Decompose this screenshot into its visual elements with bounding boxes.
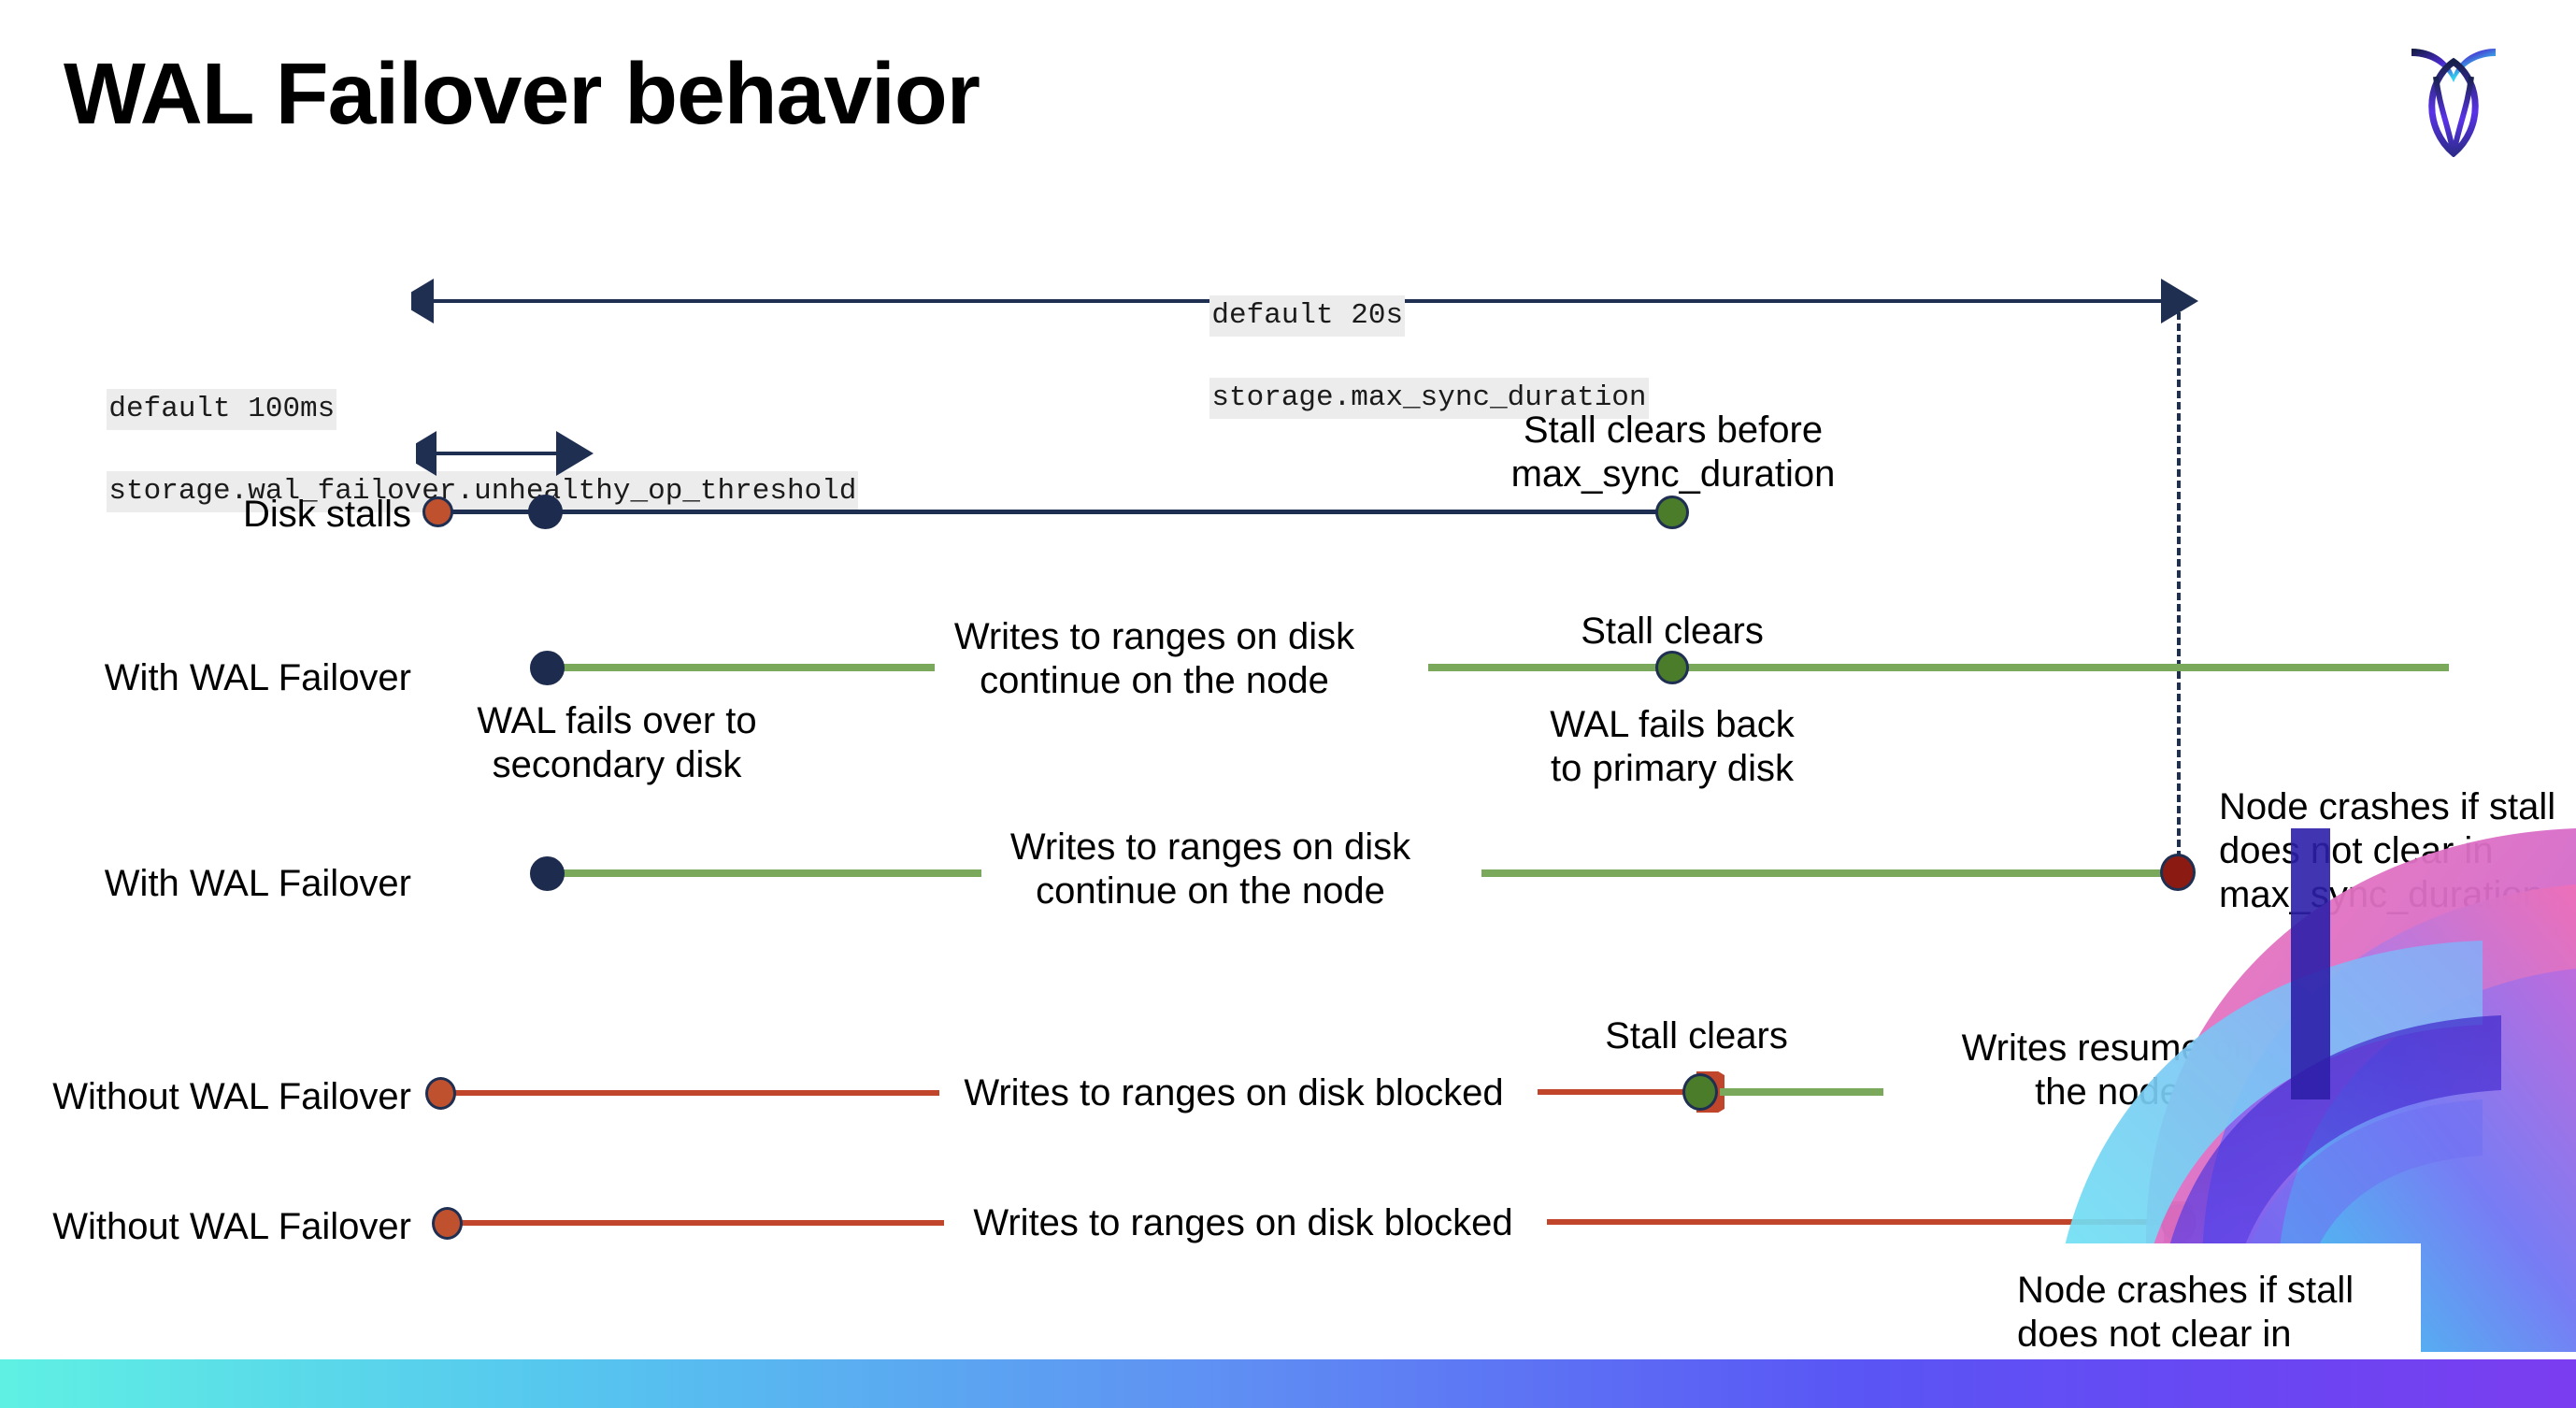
row-label-with-wal-failover-1: With WAL Failover xyxy=(104,657,411,698)
node-crash-dot-2 xyxy=(2161,1204,2197,1242)
writes-resume-segment-1b xyxy=(2290,1088,2454,1096)
node-crash-dot-1 xyxy=(2160,854,2196,891)
cockroachdb-logo-icon xyxy=(2402,36,2505,158)
unhealthy-op-threshold-default: default 100ms xyxy=(107,389,337,431)
stall-start-dot-5 xyxy=(432,1207,463,1240)
blocked-writes-segment-2 xyxy=(444,1220,944,1226)
wal-failover-trigger-dot xyxy=(528,495,563,529)
wal-failover-crash-segment-a xyxy=(547,869,981,877)
page-title: WAL Failover behavior xyxy=(64,45,980,142)
annotation-stall-clears-1: Stall clears xyxy=(1581,611,1764,652)
writes-resume-segment-1a xyxy=(1720,1088,1883,1096)
row-label-disk-stalls: Disk stalls xyxy=(242,494,411,535)
wal-failback-dot xyxy=(1655,651,1689,684)
unhealthy-op-threshold-setting: default 100ms storage.wal_failover.unhea… xyxy=(37,348,859,553)
annotation-writes-blocked-2: Writes to ranges on disk blocked xyxy=(973,1202,1513,1243)
row-label-without-wal-failover-2: Without WAL Failover xyxy=(52,1206,411,1247)
row-label-with-wal-failover-2: With WAL Failover xyxy=(104,863,411,904)
blocked-writes-arrow-1 xyxy=(1538,1071,1724,1113)
blocked-writes-segment-1 xyxy=(439,1090,939,1096)
max-sync-duration-setting: default 20s storage.max_sync_duration xyxy=(1140,254,1649,460)
bottom-accent-bar xyxy=(0,1359,2576,1408)
stall-clear-dot-4 xyxy=(1682,1073,1718,1111)
max-sync-duration-default: default 20s xyxy=(1209,295,1406,338)
annotation-wal-fails-back: WAL fails back to primary disk xyxy=(1550,704,1795,790)
max-sync-duration-name: storage.max_sync_duration xyxy=(1209,378,1649,420)
disk-stall-timeline xyxy=(437,510,1671,514)
disk-stall-clear-dot xyxy=(1655,496,1689,529)
annotation-writes-continue-2: Writes to ranges on disk continue on the… xyxy=(1009,826,1411,912)
wal-failover-start-dot-2 xyxy=(530,856,565,891)
wal-failover-start-dot xyxy=(530,651,565,685)
wal-failover-secondary-segment xyxy=(547,664,935,671)
annotation-wal-fails-over: WAL fails over to secondary disk xyxy=(477,700,757,786)
annotation-writes-resume: Writes resume on the node xyxy=(1961,1027,2254,1113)
row-label-without-wal-failover-1: Without WAL Failover xyxy=(52,1076,411,1117)
unhealthy-op-threshold-name: storage.wal_failover.unhealthy_op_thresh… xyxy=(107,471,859,513)
annotation-stall-clears-before-max-sync: Stall clears before max_sync_duration xyxy=(1510,409,1836,496)
wal-failover-primary-segment xyxy=(1428,664,2449,671)
disk-stall-start-dot xyxy=(422,496,453,527)
annotation-writes-continue-1: Writes to ranges on disk continue on the… xyxy=(953,616,1355,702)
blocked-writes-arrow-2 xyxy=(1547,1201,2192,1243)
annotation-node-crashes-1: Node crashes if stall does not clear in … xyxy=(2219,786,2556,916)
wal-failover-crash-segment-b xyxy=(1481,869,2178,877)
annotation-writes-blocked-1: Writes to ranges on disk blocked xyxy=(964,1072,1504,1113)
stall-start-dot-4 xyxy=(425,1077,456,1110)
annotation-stall-clears-2: Stall clears xyxy=(1605,1015,1788,1056)
max-sync-duration-deadline-guide xyxy=(2177,301,2181,881)
unhealthy-op-threshold-span-arrow xyxy=(416,431,594,476)
